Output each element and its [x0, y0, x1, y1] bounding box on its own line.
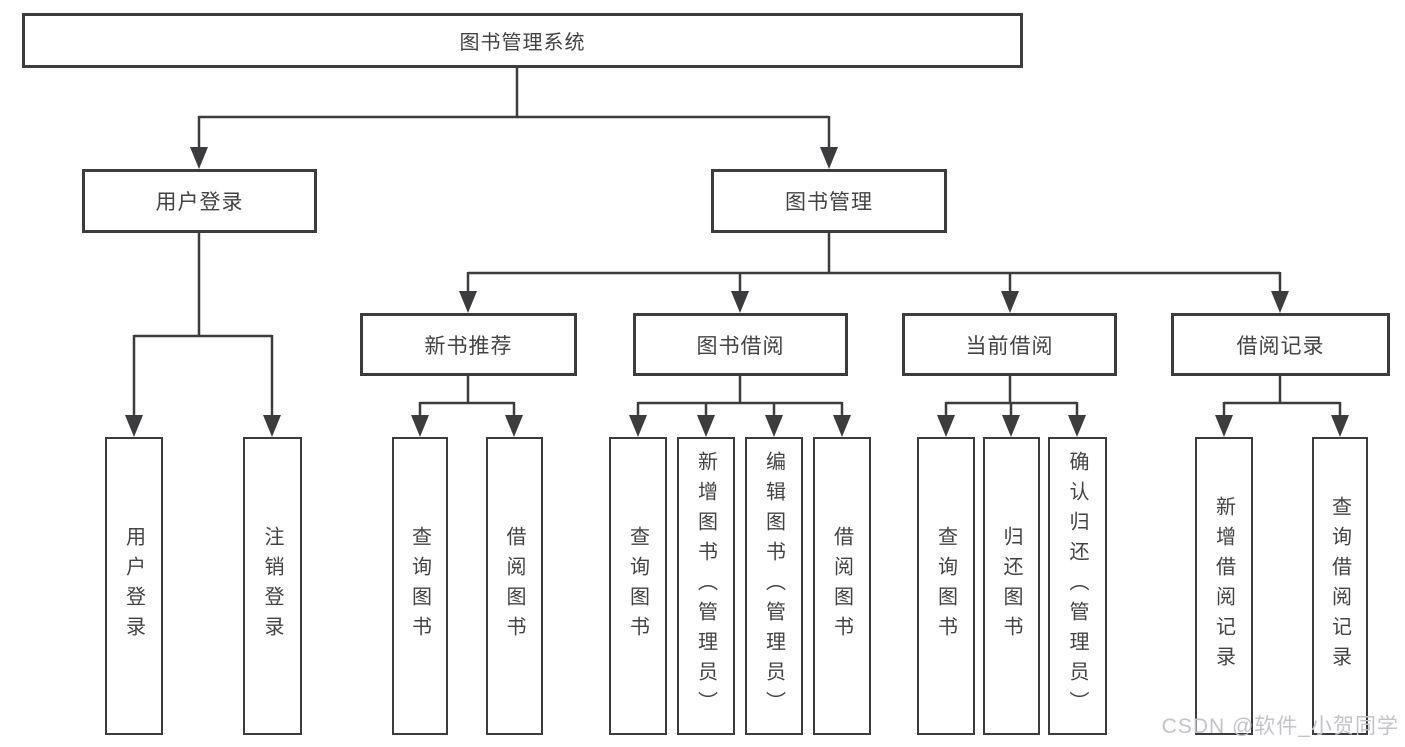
node-book-borrow: 图书借阅 [633, 313, 848, 376]
leaf-logout: 注销登录 [243, 437, 302, 735]
connector-root-to-level2 [190, 68, 838, 169]
leaf-return-books: 归还图书 [983, 437, 1040, 735]
connector-current-borrow-to-leaves [937, 376, 1086, 437]
node-new-book-rec: 新书推荐 [360, 313, 577, 376]
node-borrow-records: 借阅记录 [1171, 313, 1390, 376]
connector-new-book-rec-to-leaves [411, 376, 523, 437]
node-system-root: 图书管理系统 [22, 13, 1023, 68]
leaf-borrow-books-rec: 借阅图书 [486, 437, 543, 735]
leaf-confirm-return-admin: 确认归还（管理员） [1048, 437, 1107, 735]
leaf-query-borrow-record: 查询借阅记录 [1312, 437, 1368, 735]
connector-borrow-records-to-leaves [1215, 376, 1349, 437]
leaf-query-books-borrow: 查询图书 [609, 437, 667, 735]
leaf-query-books-current: 查询图书 [917, 437, 975, 735]
connector-user-login-to-leaves [125, 233, 281, 437]
node-current-borrow: 当前借阅 [902, 313, 1117, 376]
csdn-watermark: CSDN @软件_小贺同学 [1161, 715, 1399, 738]
leaf-user-login: 用户登录 [105, 437, 163, 735]
connector-book-mgmt-to-level3 [459, 233, 1289, 313]
leaf-add-books-admin: 新增图书（管理员） [677, 437, 735, 735]
node-book-mgmt: 图书管理 [711, 169, 947, 233]
connector-book-borrow-to-leaves [629, 376, 851, 437]
leaf-add-borrow-record: 新增借阅记录 [1195, 437, 1253, 735]
node-user-login: 用户登录 [82, 169, 317, 233]
leaf-borrow-books: 借阅图书 [813, 437, 871, 735]
leaf-query-books-rec: 查询图书 [392, 437, 448, 735]
leaf-edit-books-admin: 编辑图书（管理员） [745, 437, 803, 735]
